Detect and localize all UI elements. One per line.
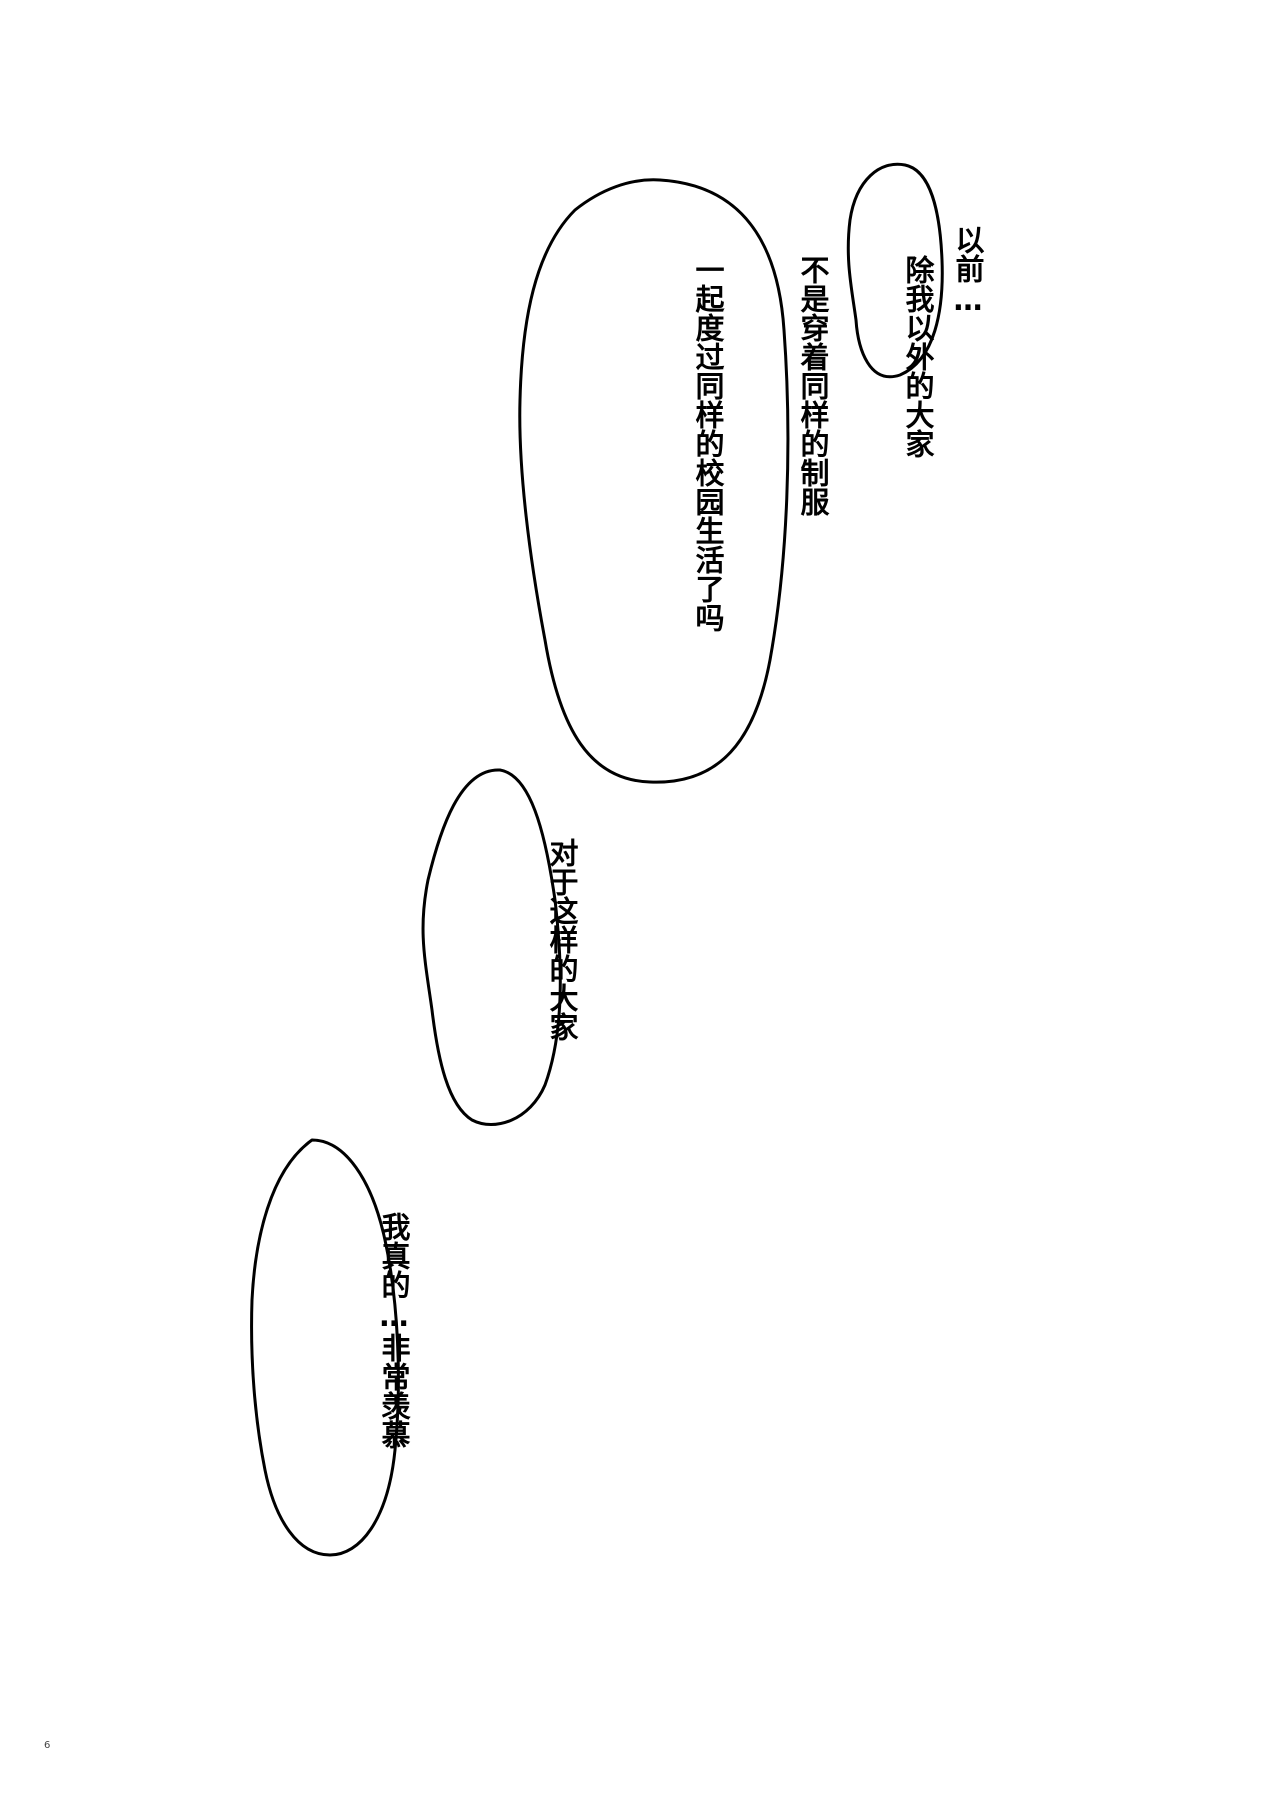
bubble-2-line-2: 不是穿着同样的制服	[796, 255, 830, 516]
bubble-3-line-1: 对于这样的大家	[545, 838, 579, 1041]
bubble-4-text: 我真的…非常羡慕	[306, 1212, 481, 1449]
speech-bubble-2	[518, 178, 790, 784]
speech-bubble-3	[421, 768, 562, 1126]
page-number: 6	[44, 1740, 51, 1751]
speech-bubble-1	[846, 162, 944, 379]
speech-bubble-4	[250, 1138, 400, 1557]
bubble-1-line-1: 以前…	[951, 225, 985, 317]
bubble-2-line-1: 除我以外的大家	[901, 255, 935, 458]
bubble-1-text: 以前…	[880, 225, 1055, 361]
bubble-2-line-3: 一起度过同样的校园生活了吗	[691, 255, 725, 632]
bubble-4-line-1: 我真的…非常羡慕	[377, 1212, 411, 1449]
bubble-3-text: 对于这样的大家	[474, 838, 649, 1041]
bubble-2-text: 除我以外的大家 不是穿着同样的制服 一起度过同样的校园生活了吗	[620, 255, 1005, 632]
